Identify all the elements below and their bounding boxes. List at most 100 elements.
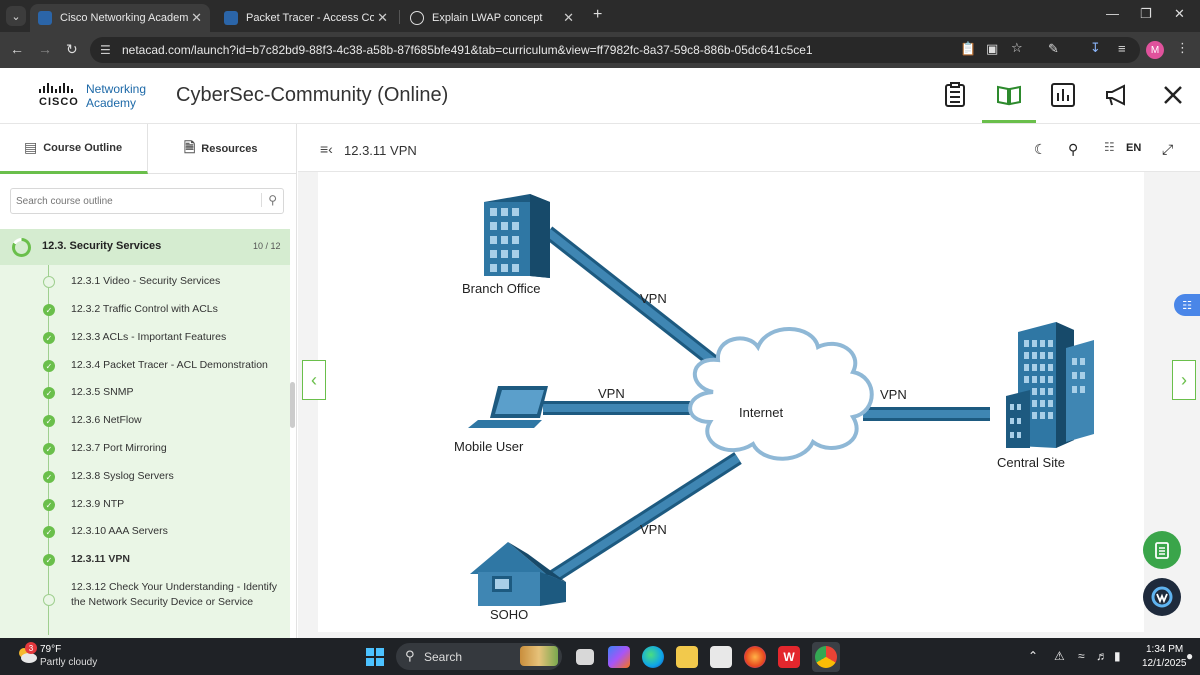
firefox-icon[interactable] <box>744 646 766 668</box>
grades-bar-chart-icon[interactable] <box>1050 82 1076 108</box>
list-item[interactable]: ✓ 12.3.10 AAA Servers <box>0 520 290 544</box>
fullscreen-expand-icon[interactable]: ⤢ <box>1162 141 1174 157</box>
list-item-label: 12.3.11 VPN <box>71 553 130 565</box>
tab-search-chevron-icon[interactable]: ⌄ <box>6 6 26 26</box>
windows-start-icon[interactable] <box>364 646 386 668</box>
label-vpn-central: VPN <box>880 387 907 402</box>
reload-icon[interactable]: ↻ <box>66 41 78 57</box>
clock-time[interactable]: 1:34 PM <box>1146 644 1184 655</box>
download-icon[interactable]: ↧ <box>1090 40 1101 55</box>
central-site-buildings-icon <box>1006 322 1094 448</box>
sidebar-scrollbar[interactable] <box>290 382 295 428</box>
clipboard-list-icon <box>1155 542 1169 559</box>
checkmark-icon: ✓ <box>43 332 55 344</box>
weather-description[interactable]: Partly cloudy <box>40 657 98 668</box>
notes-fab-button[interactable] <box>1143 531 1181 569</box>
outline-list: 12.3.1 Video - Security Services ✓ 12.3.… <box>0 265 290 638</box>
previous-page-button[interactable]: ‹ <box>302 360 326 400</box>
wifi-icon[interactable]: ≈ <box>1078 649 1085 663</box>
list-item[interactable]: ✓ 12.3.3 ACLs - Important Features <box>0 326 290 350</box>
page-title: 12.3.11 VPN <box>344 143 417 158</box>
notifications-muted-icon[interactable]: ⚠ <box>1054 649 1065 663</box>
clipboard-checklist-icon[interactable] <box>942 82 968 108</box>
microsoft-store-icon[interactable] <box>710 646 732 668</box>
new-tab-plus-icon[interactable]: + <box>593 6 603 23</box>
list-item-label: 12.3.12 Check Your Understanding - Ident… <box>71 581 278 608</box>
next-page-button[interactable]: › <box>1172 360 1196 400</box>
show-hidden-icons-chevron-icon[interactable]: ⌃ <box>1028 649 1039 663</box>
notification-center-icon[interactable]: ● <box>1186 649 1194 663</box>
translate-icon[interactable]: ☷ <box>1104 140 1115 154</box>
tab-course-outline[interactable]: ▤ Course Outline <box>0 124 148 174</box>
edge-browser-icon[interactable] <box>642 646 664 668</box>
section-progress-count: 10 / 12 <box>253 241 281 251</box>
search-icon[interactable]: ⚲ <box>261 193 277 207</box>
vpn-topology-svg: Branch Office Mobile User SOHO Internet … <box>454 194 1094 622</box>
list-item[interactable]: ✓ 12.3.5 SNMP <box>0 381 290 405</box>
outline-search-input[interactable] <box>11 195 251 207</box>
minimize-window-icon[interactable]: — <box>1106 6 1119 21</box>
assistant-fab-button[interactable] <box>1143 578 1181 616</box>
collapse-outline-icon[interactable]: ≡‹ <box>320 141 333 157</box>
chrome-icon[interactable] <box>815 646 837 668</box>
reading-list-icon[interactable]: ≡ <box>1118 41 1126 56</box>
volume-icon[interactable]: ♬ <box>1096 649 1108 663</box>
back-arrow-icon[interactable]: ← <box>10 41 24 57</box>
browser-tab-2[interactable]: Packet Tracer - Access Control L ✕ <box>216 4 396 32</box>
battery-icon[interactable]: ▮ <box>1114 649 1121 663</box>
incomplete-circle-icon <box>43 276 55 288</box>
tab-resources[interactable]: 🗎 Resources <box>148 124 296 174</box>
profile-avatar[interactable]: M <box>1146 41 1164 59</box>
close-tab-icon[interactable]: ✕ <box>377 10 388 25</box>
close-tab-icon[interactable]: ✕ <box>563 10 574 25</box>
browser-menu-icon[interactable]: ⋮ <box>1176 40 1189 55</box>
branch-office-building-icon <box>484 194 550 278</box>
content-header: ≡‹ 12.3.11 VPN ☾ ⚲ ☷ EN ⤢ <box>298 124 1200 172</box>
extensions-puzzle-icon[interactable]: ✎ <box>1048 41 1059 56</box>
open-book-icon[interactable] <box>996 82 1022 108</box>
list-item[interactable]: ✓ 12.3.9 NTP <box>0 493 290 517</box>
browser-tab-title: Packet Tracer - Access Control L <box>246 12 374 24</box>
list-item-current[interactable]: ✓ 12.3.11 VPN <box>0 548 290 572</box>
site-info-icon[interactable]: ☰ <box>100 43 111 57</box>
weather-temperature[interactable]: 79°F <box>40 644 62 655</box>
close-course-icon[interactable] <box>1160 82 1186 108</box>
list-item[interactable]: ✓ 12.3.2 Traffic Control with ACLs <box>0 298 290 322</box>
task-view-icon[interactable] <box>576 649 594 665</box>
cisco-logo-text: CISCO <box>39 96 79 108</box>
list-item[interactable]: ✓ 12.3.8 Syslog Servers <box>0 465 290 489</box>
browser-toolbar: ← → ↻ ☰ netacad.com/launch?id=b7c82bd9-8… <box>0 32 1200 68</box>
copilot-icon[interactable] <box>608 646 630 668</box>
install-app-icon[interactable]: ▣ <box>986 41 999 56</box>
browser-tab-1[interactable]: Cisco Networking Academy: Cy ✕ <box>30 4 210 32</box>
browser-tab-3[interactable]: Explain LWAP concept ✕ <box>402 4 582 32</box>
list-item[interactable]: ✓ 12.3.4 Packet Tracer - ACL Demonstrati… <box>0 354 290 378</box>
restore-window-icon[interactable]: ❐ <box>1140 6 1152 21</box>
translate-extension-icon[interactable]: ☷ <box>1174 294 1200 316</box>
section-header-12-3[interactable]: 12.3. Security Services 10 / 12 <box>0 229 290 265</box>
close-tab-icon[interactable]: ✕ <box>191 10 202 25</box>
dark-mode-moon-icon[interactable]: ☾ <box>1034 141 1047 157</box>
address-bar[interactable]: ☰ netacad.com/launch?id=b7c82bd9-88f3-4c… <box>90 37 1140 63</box>
list-item[interactable]: 12.3.12 Check Your Understanding - Ident… <box>0 576 290 626</box>
list-item[interactable]: ✓ 12.3.7 Port Mirroring <box>0 437 290 461</box>
weather-notification-badge: 3 <box>25 642 37 654</box>
list-item-label: 12.3.2 Traffic Control with ACLs <box>71 303 218 315</box>
forward-arrow-icon[interactable]: → <box>38 41 52 57</box>
list-item[interactable]: 12.3.1 Video - Security Services <box>0 270 290 294</box>
list-item[interactable]: ✓ 12.3.6 NetFlow <box>0 409 290 433</box>
clock-date[interactable]: 12/1/2025 <box>1142 658 1187 669</box>
clipboard-icon[interactable]: 📋 <box>960 41 977 56</box>
bookmark-star-icon[interactable]: ☆ <box>1011 40 1023 55</box>
search-icon[interactable]: ⚲ <box>1068 141 1079 157</box>
close-window-icon[interactable]: ✕ <box>1174 6 1185 21</box>
label-central-site: Central Site <box>997 455 1065 470</box>
outline-list-icon: ▤ <box>24 139 38 155</box>
taskbar-search-box[interactable]: ⚲ Search <box>396 643 562 670</box>
file-explorer-icon[interactable] <box>676 646 698 668</box>
list-item-label: 12.3.1 Video - Security Services <box>71 275 221 287</box>
megaphone-icon[interactable] <box>1104 82 1130 108</box>
language-selector[interactable]: EN <box>1126 142 1142 154</box>
label-soho: SOHO <box>490 607 528 622</box>
wps-office-icon[interactable]: W <box>778 646 800 668</box>
